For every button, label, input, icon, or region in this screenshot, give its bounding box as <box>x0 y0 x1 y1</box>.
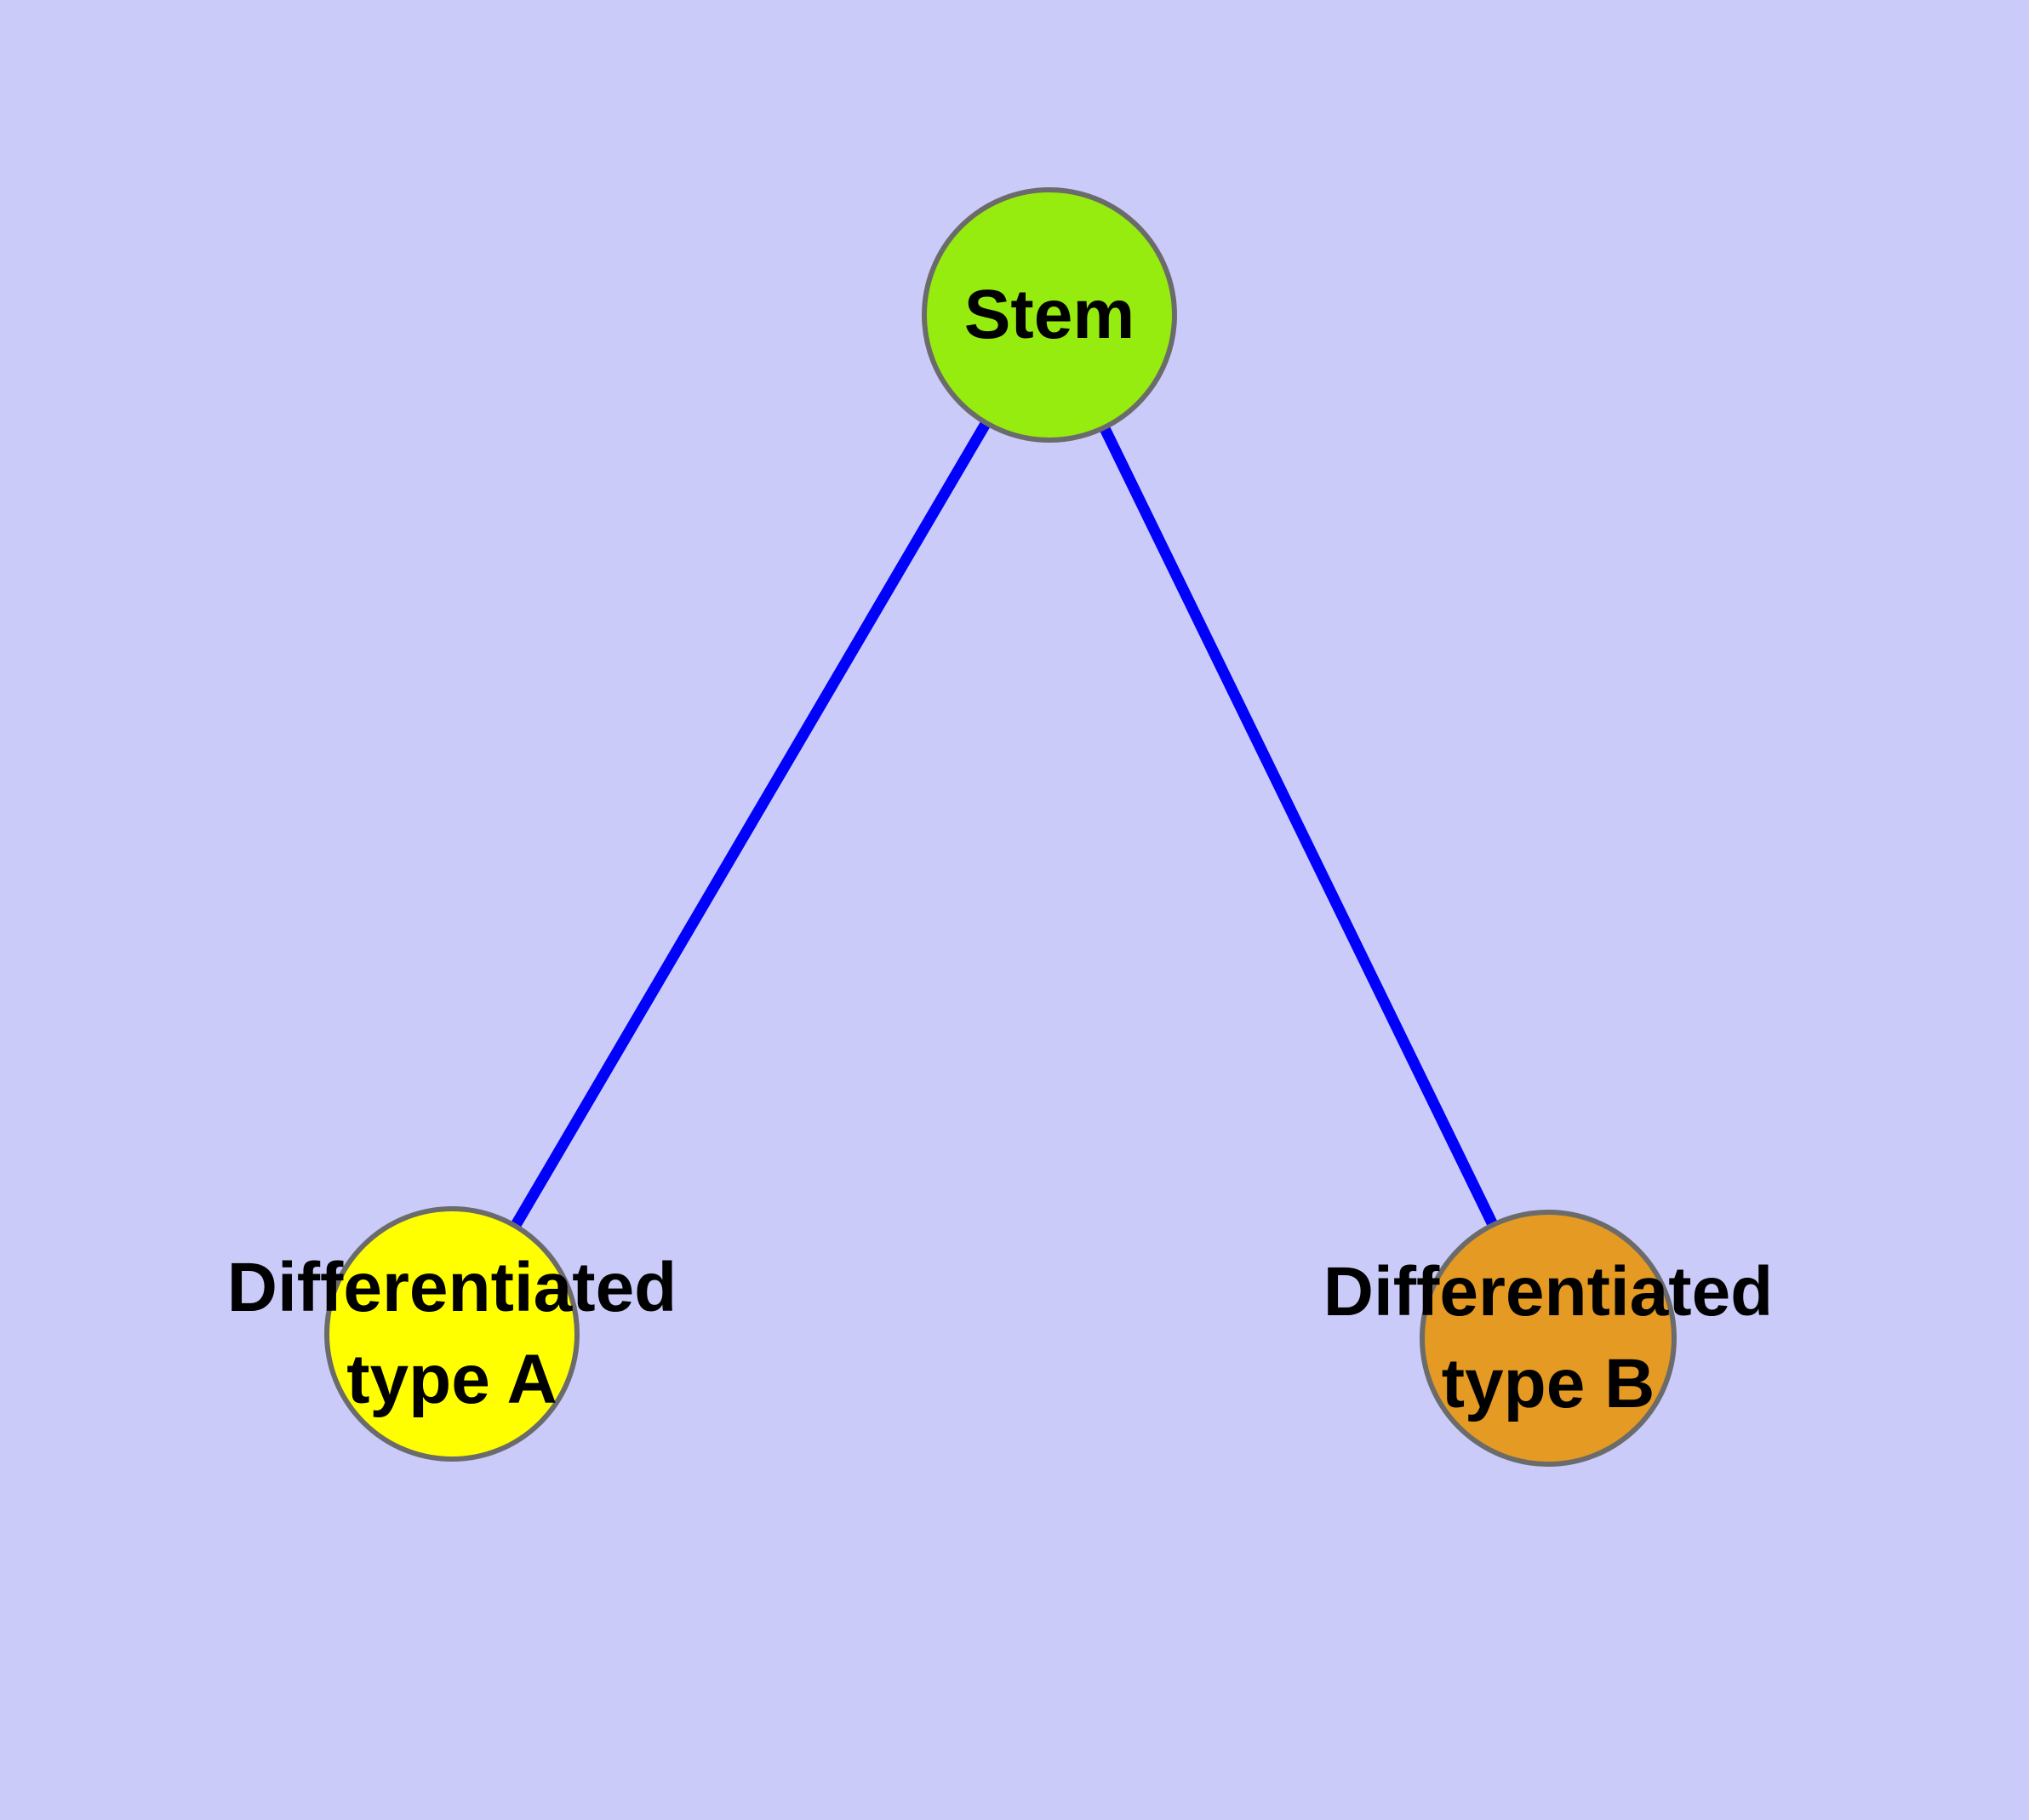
node-differentiated-type-a <box>324 1206 580 1462</box>
edge-stem-to-type-a <box>447 312 1055 1337</box>
node-differentiated-type-b-label-line1: Differentiated <box>1323 1253 1774 1331</box>
node-differentiated-type-b-label: Differentiated type B <box>1323 1246 1774 1430</box>
node-differentiated-type-a-label: Differentiated type A <box>227 1242 677 1426</box>
node-differentiated-type-b <box>1420 1210 1677 1467</box>
node-differentiated-type-b-label-line2: type B <box>1441 1345 1655 1422</box>
node-stem <box>922 187 1177 443</box>
node-differentiated-type-a-label-line2: type A <box>346 1341 557 1418</box>
node-stem-label-text: Stem <box>963 276 1135 353</box>
edge-stem-to-type-b <box>1044 312 1553 1341</box>
node-stem-label: Stem <box>964 269 1135 361</box>
node-differentiated-type-a-label-line1: Differentiated <box>226 1249 677 1326</box>
